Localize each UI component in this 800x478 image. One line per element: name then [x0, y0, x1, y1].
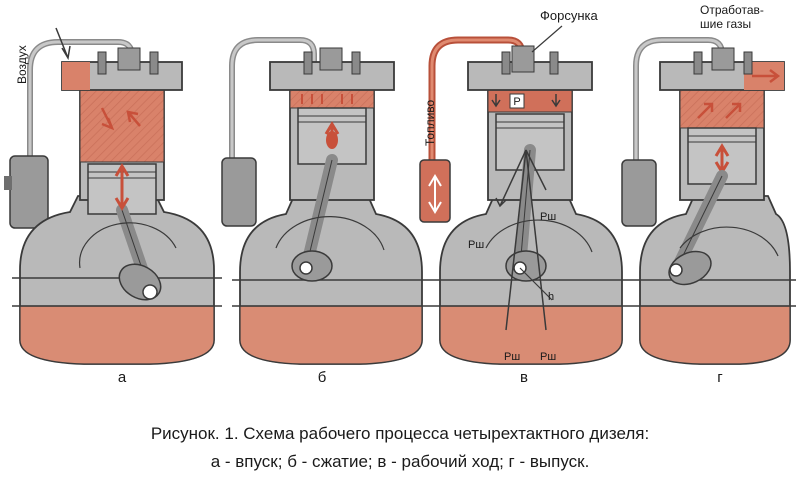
force-label-left: Рш [468, 239, 484, 251]
engine-d [621, 37, 796, 365]
engine-b [221, 37, 430, 365]
exhaust-label-line1: Отработав- [700, 3, 764, 17]
engine-a [4, 27, 222, 365]
air-label: Воздух [15, 45, 29, 84]
stage-letter-v: в [520, 369, 528, 386]
stage-letter-b: б [318, 369, 327, 386]
pressure-label: P [513, 96, 520, 108]
force-label-bottom-left: Рш [504, 351, 520, 363]
fuel-label: Топливо [423, 99, 437, 146]
h-label: h [548, 291, 554, 303]
engine-c: P Рш Рш h Рш Рш [419, 36, 630, 365]
force-label-bottom-right: Рш [540, 351, 556, 363]
caption-line-1: Рисунок. 1. Схема рабочего процесса четы… [150, 424, 650, 443]
side-unit [9, 155, 49, 229]
force-label-right: Рш [540, 211, 556, 223]
stage-letter-g: г [717, 369, 723, 386]
oil-sump [19, 305, 215, 365]
injector-label: Форсунка [540, 8, 598, 23]
stage-letter-a: а [118, 369, 127, 386]
caption-line-2: а - впуск; б - сжатие; в - рабочий ход; … [210, 452, 590, 471]
exhaust-label-line2: шие газы [700, 17, 751, 31]
air-charge [79, 89, 165, 163]
